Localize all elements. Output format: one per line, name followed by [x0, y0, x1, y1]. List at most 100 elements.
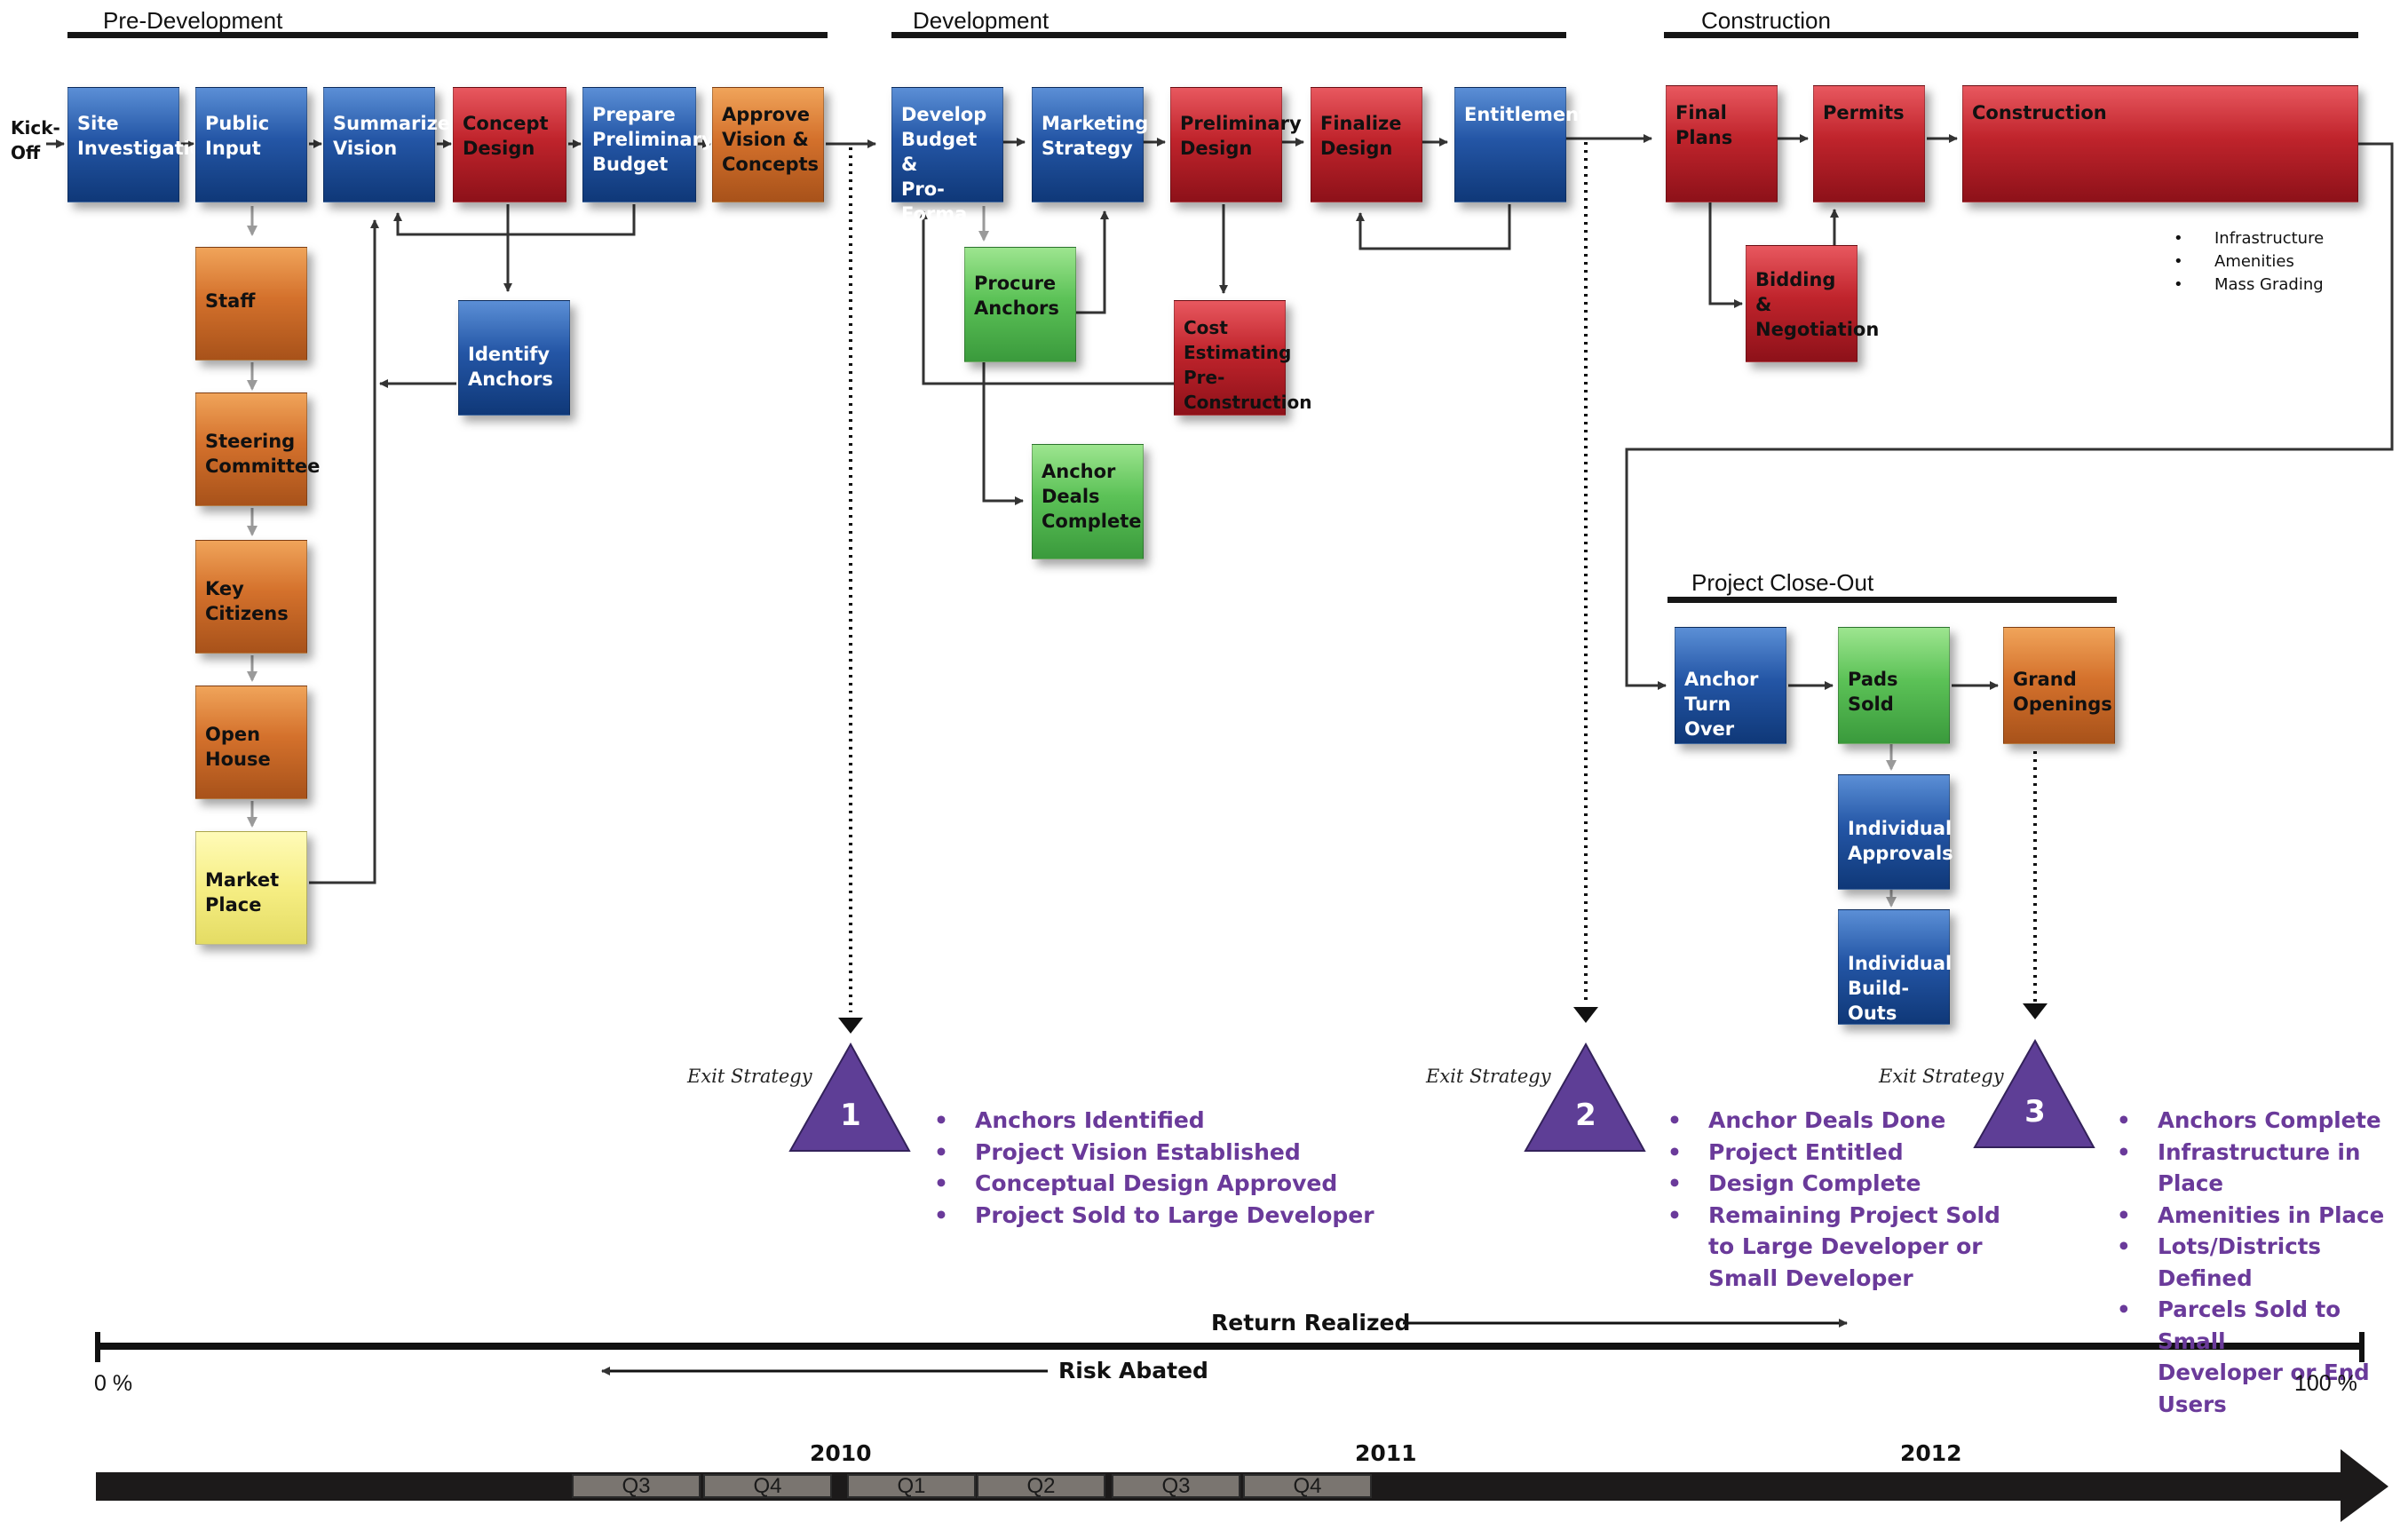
finalize-design-box[interactable]: Finalize Design [1311, 87, 1422, 202]
phase-bar-construction [1664, 32, 2358, 38]
phase-title-pre-development: Pre-Development [103, 7, 283, 34]
approve-vision-label: Approve Vision & Concepts [722, 104, 820, 175]
return-realized-label: Return Realized [1211, 1310, 1411, 1336]
exit-1-outcomes: Anchors Identified Project Vision Establ… [934, 1105, 1374, 1231]
construction-item: Infrastructure [2174, 227, 2324, 250]
scale-start-label: 0 % [94, 1371, 133, 1396]
summarize-vision-label: Summarize Vision [333, 113, 451, 159]
public-input-label: Public Input [205, 113, 270, 159]
exit-outcome: Parcels Sold to Small Developer or End U… [2117, 1294, 2408, 1420]
entitlements-label: Entitlements [1464, 104, 1599, 125]
steering-committee-box[interactable]: Steering Committee [195, 392, 320, 506]
concept-design-box[interactable]: Concept Design [453, 87, 566, 202]
marketing-strategy-label: Marketing Strategy [1042, 113, 1149, 159]
preliminary-design-box[interactable]: Preliminary Design [1170, 87, 1302, 202]
quarter-cell: Q3 [1112, 1474, 1240, 1498]
identify-anchors-label: Identify Anchors [468, 344, 553, 390]
develop-budget-label: Develop Budget & Pro-Forma [901, 104, 987, 225]
summarize-vision-box[interactable]: Summarize Vision [323, 87, 451, 202]
market-place-box[interactable]: Market Place [195, 831, 307, 945]
pads-sold-label: Pads Sold [1848, 669, 1898, 715]
procure-anchors-label: Procure Anchors [974, 273, 1059, 319]
staff-label: Staff [205, 290, 256, 312]
final-plans-box[interactable]: Final Plans [1666, 85, 1778, 202]
exit-strategy-label: Exit Strategy [687, 1066, 812, 1087]
prepare-budget-box[interactable]: Prepare Preliminary Budget [582, 87, 714, 202]
phase-bar-close-out [1667, 597, 2117, 603]
exit-2-outcomes: Anchor Deals Done Project Entitled Desig… [1667, 1105, 2000, 1294]
exit-outcome: Project Vision Established [934, 1137, 1374, 1169]
phase-bar-pre-development [67, 32, 828, 38]
exit-outcome: Project Entitled [1667, 1137, 2000, 1169]
anchor-deals-complete-box[interactable]: Anchor Deals Complete [1032, 444, 1144, 559]
exit-outcome: Lots/Districts Defined [2117, 1231, 2408, 1294]
quarter-cell: Q1 [847, 1474, 976, 1498]
risk-abated-label: Risk Abated [1058, 1358, 1208, 1383]
year-label: 2010 [810, 1440, 872, 1466]
marketing-strategy-box[interactable]: Marketing Strategy [1032, 87, 1149, 202]
open-house-label: Open House [205, 724, 271, 770]
exit-strategy-label: Exit Strategy [1426, 1066, 1551, 1087]
quarter-cell: Q3 [572, 1474, 701, 1498]
construction-item: Amenities [2174, 250, 2324, 273]
final-plans-label: Final Plans [1675, 102, 1733, 148]
phase-title-development: Development [913, 7, 1050, 34]
exit-outcome: Amenities in Place [2117, 1200, 2408, 1232]
identify-anchors-box[interactable]: Identify Anchors [458, 300, 570, 416]
individual-buildouts-box[interactable]: Individual Build-Outs [1838, 909, 1952, 1025]
exit-number: 2 [1575, 1098, 1596, 1133]
kickoff-label: Kick- Off [11, 117, 60, 163]
concept-design-label: Concept Design [463, 113, 549, 159]
exit-outcome: Infrastructure in Place [2117, 1137, 2408, 1200]
bidding-negotiation-label: Bidding & Negotiation [1755, 269, 1880, 340]
construction-box[interactable]: Construction [1962, 85, 2358, 202]
construction-item: Mass Grading [2174, 273, 2324, 297]
exit-number: 3 [2024, 1094, 2046, 1130]
exit-strategy-label: Exit Strategy [1879, 1066, 2004, 1087]
pads-sold-box[interactable]: Pads Sold [1838, 627, 1950, 744]
develop-budget-box[interactable]: Develop Budget & Pro-Forma [891, 87, 1003, 225]
public-input-box[interactable]: Public Input [195, 87, 307, 202]
entitlements-box[interactable]: Entitlements [1454, 87, 1599, 202]
open-house-box[interactable]: Open House [195, 686, 307, 799]
key-citizens-box[interactable]: Key Citizens [195, 540, 307, 654]
staff-box[interactable]: Staff [195, 247, 307, 361]
bidding-negotiation-box[interactable]: Bidding & Negotiation [1746, 245, 1880, 362]
procure-anchors-box[interactable]: Procure Anchors [964, 247, 1076, 362]
market-place-label: Market Place [205, 869, 280, 916]
permits-box[interactable]: Permits [1813, 85, 1925, 202]
exit-outcome: Anchors Complete [2117, 1105, 2408, 1137]
anchor-turnover-label: Anchor Turn Over [1684, 669, 1759, 740]
site-investigation-box[interactable]: Site Investigation [67, 87, 217, 202]
individual-approvals-label: Individual Approvals [1848, 818, 1953, 864]
individual-approvals-box[interactable]: Individual Approvals [1838, 774, 1953, 890]
cost-estimating-box[interactable]: Cost Estimating Pre- Construction [1174, 300, 1312, 416]
key-citizens-label: Key Citizens [205, 578, 289, 624]
scale-end-label: 100 % [2294, 1371, 2357, 1396]
approve-vision-box[interactable]: Approve Vision & Concepts [712, 87, 824, 202]
quarter-cell: Q4 [703, 1474, 832, 1498]
year-label: 2011 [1355, 1440, 1417, 1466]
year-label: 2012 [1900, 1440, 1962, 1466]
exit-outcome: Anchor Deals Done [1667, 1105, 2000, 1137]
cost-estimating-label: Cost Estimating Pre- Construction [1184, 317, 1312, 413]
anchor-turnover-box[interactable]: Anchor Turn Over [1675, 627, 1786, 744]
construction-item-list: Infrastructure Amenities Mass Grading [2174, 227, 2324, 297]
phase-title-construction: Construction [1701, 7, 1831, 34]
exit-3-outcomes: Anchors Complete Infrastructure in Place… [2117, 1105, 2408, 1420]
preliminary-design-label: Preliminary Design [1180, 113, 1302, 159]
exit-outcome: Project Sold to Large Developer [934, 1200, 1374, 1232]
site-investigation-label: Site Investigation [77, 113, 217, 159]
finalize-design-label: Finalize Design [1320, 113, 1402, 159]
prepare-budget-label: Prepare Preliminary Budget [592, 104, 714, 175]
permits-label: Permits [1823, 102, 1905, 123]
quarter-cell: Q4 [1243, 1474, 1372, 1498]
grand-openings-box[interactable]: Grand Openings [2003, 627, 2115, 744]
exit-outcome: Anchors Identified [934, 1105, 1374, 1137]
exit-outcome: Conceptual Design Approved [934, 1168, 1374, 1200]
phase-bar-development [891, 32, 1566, 38]
construction-label: Construction [1972, 102, 2107, 123]
exit-outcome: Remaining Project Sold to Large Develope… [1667, 1200, 2000, 1295]
grand-openings-label: Grand Openings [2013, 669, 2112, 715]
